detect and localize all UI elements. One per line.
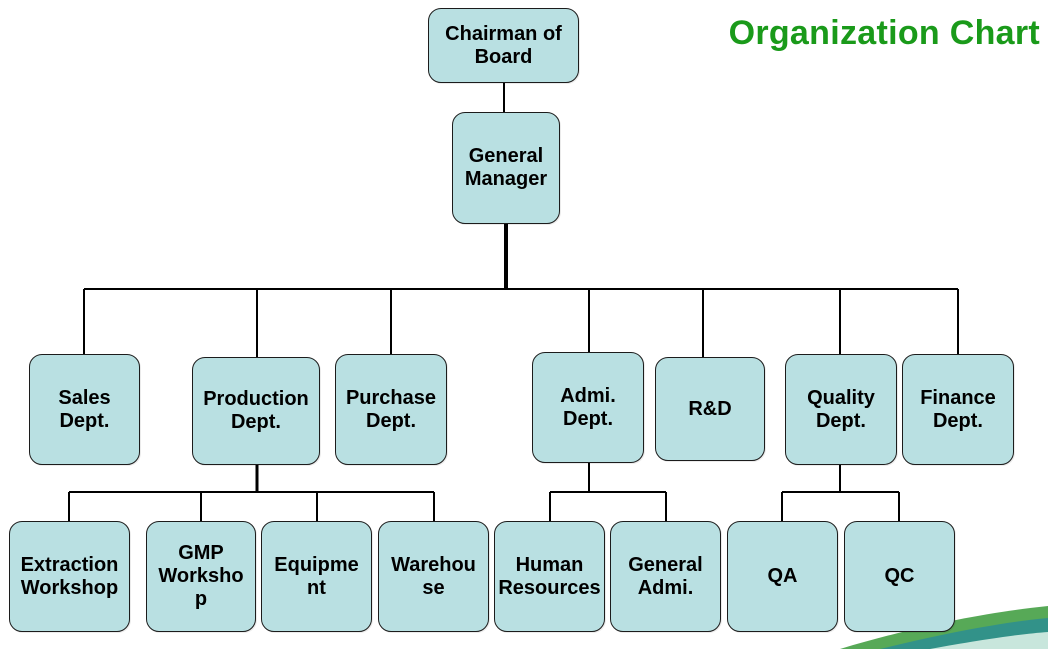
node-general-manager[interactable]: General Manager [452, 112, 560, 224]
node-human-resources[interactable]: Human Resources [494, 521, 605, 632]
node-rd[interactable]: R&D [655, 357, 765, 461]
node-finance-dept[interactable]: Finance Dept. [902, 354, 1014, 465]
node-admi-dept[interactable]: Admi. Dept. [532, 352, 644, 463]
node-purchase-dept[interactable]: Purchase Dept. [335, 354, 447, 465]
node-production-dept[interactable]: Production Dept. [192, 357, 320, 465]
node-warehouse[interactable]: Warehou se [378, 521, 489, 632]
chart-title: Organization Chart [728, 14, 1040, 52]
node-qa[interactable]: QA [727, 521, 838, 632]
node-quality-dept[interactable]: Quality Dept. [785, 354, 897, 465]
node-extraction-workshop[interactable]: Extraction Workshop [9, 521, 130, 632]
node-sales-dept[interactable]: Sales Dept. [29, 354, 140, 465]
node-qc[interactable]: QC [844, 521, 955, 632]
node-general-admi[interactable]: General Admi. [610, 521, 721, 632]
node-chairman[interactable]: Chairman of Board [428, 8, 579, 83]
node-gmp-workshop[interactable]: GMP Worksho p [146, 521, 256, 632]
node-equipment[interactable]: Equipme nt [261, 521, 372, 632]
